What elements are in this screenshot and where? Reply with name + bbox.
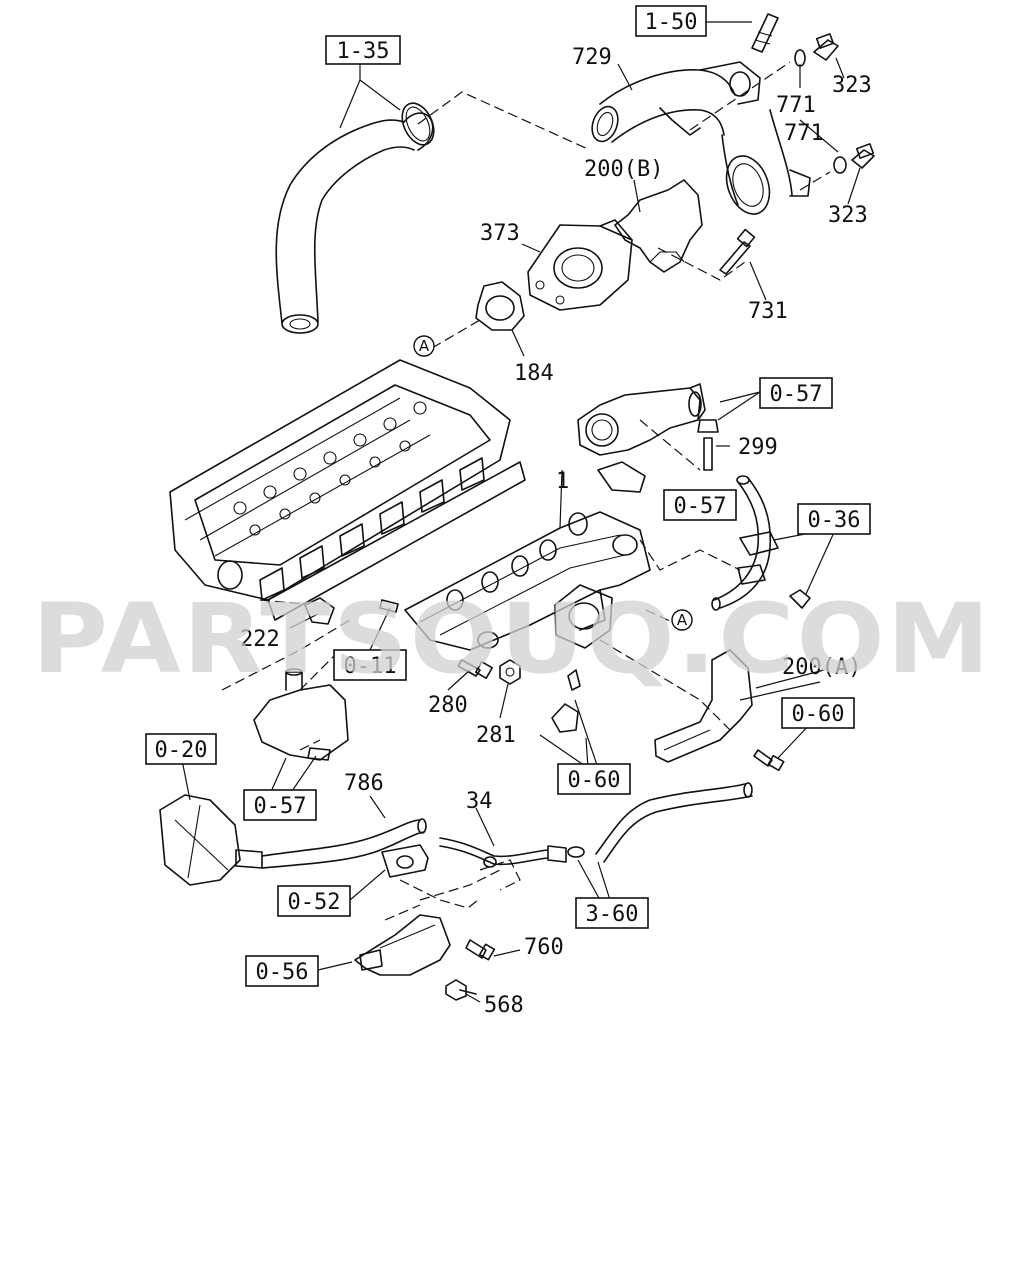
part-label-771-lower[interactable]: 771 [784,121,824,146]
callout-0-57-thermostat[interactable]: 0-57 [243,789,317,821]
sensor-1-50 [751,13,779,53]
bracket-0-56 [354,914,451,976]
part-label-281[interactable]: 281 [476,723,516,748]
svg-text:1-35: 1-35 [337,39,390,64]
hose-1-35 [275,102,435,334]
part-label-1[interactable]: 1 [556,469,569,494]
svg-text:A: A [677,611,688,629]
bolt-0-11 [379,599,399,613]
egr-pipe-0-36 [711,475,811,611]
svg-text:0-52: 0-52 [288,890,341,915]
solenoid-0-52 [381,844,429,878]
part-label-200a[interactable]: 200(A) [782,655,861,680]
pipe-34 [439,837,567,868]
callout-0-11[interactable]: 0-11 [333,649,407,681]
callout-1-35[interactable]: 1-35 [325,35,401,65]
part-label-373[interactable]: 373 [480,221,520,246]
svg-text:0-11: 0-11 [344,654,397,679]
callout-3-60[interactable]: 3-60 [575,897,649,929]
svg-text:1-50: 1-50 [645,10,698,35]
part-label-568[interactable]: 568 [484,993,524,1018]
part-label-729[interactable]: 729 [572,45,612,70]
callout-0-57-egr[interactable]: 0-57 [759,377,833,409]
throttle-body-373 [527,219,633,311]
svg-text:0-57: 0-57 [254,794,307,819]
callout-0-52[interactable]: 0-52 [277,885,351,917]
svg-text:0-36: 0-36 [808,508,861,533]
gasket-184 [475,281,525,331]
part-label-731[interactable]: 731 [748,299,788,324]
svg-text:3-60: 3-60 [586,902,639,927]
bracket-200b [614,179,703,273]
gasket-222 [304,597,335,625]
part-label-280[interactable]: 280 [428,693,468,718]
leader-lines [181,21,861,1003]
part-label-34[interactable]: 34 [466,789,493,814]
part-label-760[interactable]: 760 [524,935,564,960]
thermostat-housing [253,668,349,761]
bolt-731 [719,228,756,275]
callout-0-20[interactable]: 0-20 [145,733,217,765]
part-label-786[interactable]: 786 [344,771,384,796]
hose-786 [261,818,427,869]
part-label-323-upper[interactable]: 323 [832,73,872,98]
part-label-184[interactable]: 184 [514,361,554,386]
part-label-222[interactable]: 222 [240,627,280,652]
exhaust-manifold-1 [404,511,651,651]
svg-text:0-20: 0-20 [155,738,208,763]
callout-1-50[interactable]: 1-50 [635,5,707,37]
bolt-568 [445,979,477,1001]
bolt-323-lower [833,143,875,174]
connector-a-lower: A [671,609,693,631]
egr-flange-gasket [554,584,613,649]
part-label-771-upper[interactable]: 771 [776,93,816,118]
callout-0-36[interactable]: 0-36 [797,503,871,535]
callout-0-60-right[interactable]: 0-60 [781,697,855,729]
svg-text:0-56: 0-56 [256,960,309,985]
hose-3-60 [567,782,753,863]
bolt-280 [457,659,493,679]
part-label-299[interactable]: 299 [738,435,778,460]
sensor-0-60-center [551,669,581,733]
egr-valve [577,383,706,493]
svg-text:0-57: 0-57 [674,494,727,519]
svg-text:A: A [419,337,430,355]
nut-281 [499,659,521,685]
svg-text:0-60: 0-60 [792,702,845,727]
intake-pipe-729 [591,61,811,215]
callout-0-60-center[interactable]: 0-60 [557,763,631,795]
bolt-323-upper [794,33,839,67]
part-label-323-lower[interactable]: 323 [828,203,868,228]
cylinder-head [169,359,526,621]
callout-0-57-gasket[interactable]: 0-57 [663,489,737,521]
svg-text:0-57: 0-57 [770,382,823,407]
callout-0-56[interactable]: 0-56 [245,955,319,987]
bolt-760 [465,939,496,961]
stud-299 [697,419,719,471]
bracket-200a [654,649,753,763]
bolt-0-60-right [753,749,785,772]
svg-text:0-60: 0-60 [568,768,621,793]
connector-a-upper: A [413,335,435,357]
watermark: PARTSOUQ.COM [32,583,992,695]
part-label-200b[interactable]: 200(B) [584,157,663,182]
